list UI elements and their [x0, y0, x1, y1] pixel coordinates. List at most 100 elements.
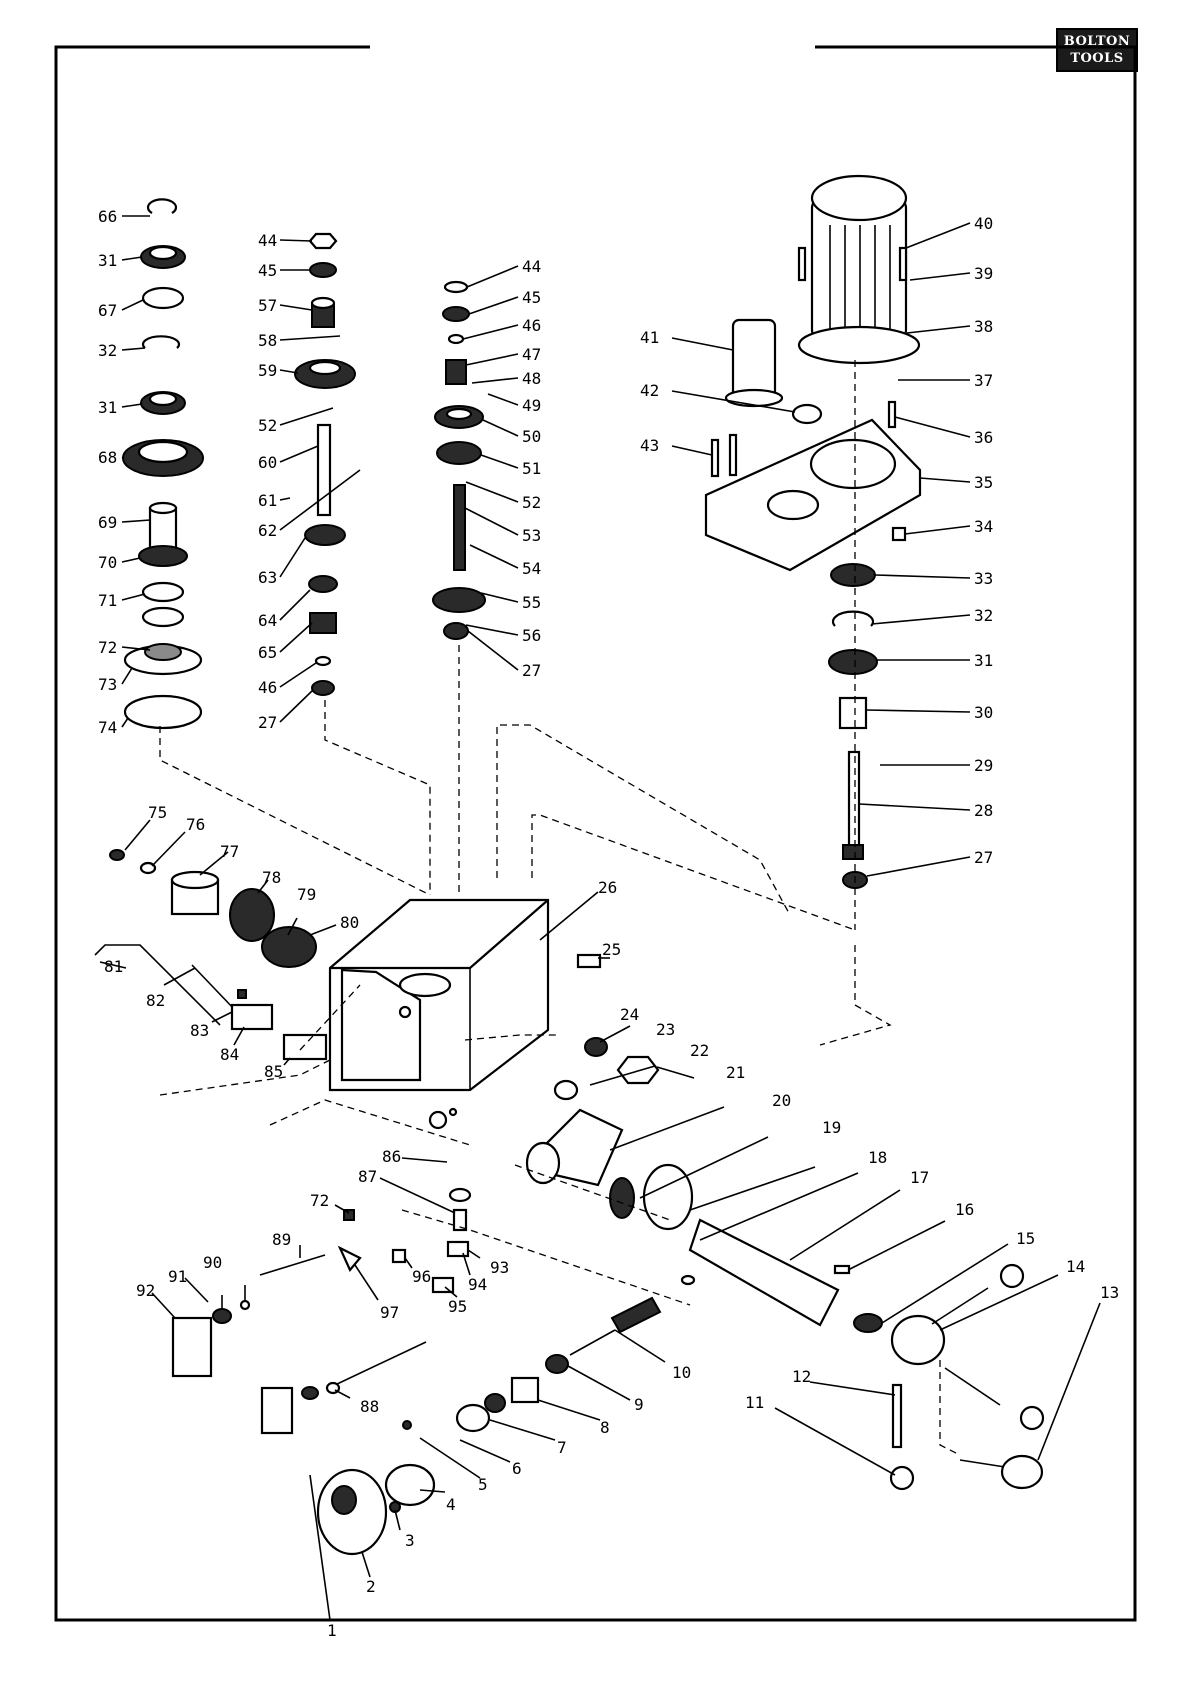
- part-number: 46: [522, 316, 541, 335]
- part-number: 32: [974, 606, 993, 625]
- part-number: 31: [98, 251, 117, 270]
- part-number: 72: [310, 1191, 329, 1210]
- part-number: 72: [98, 638, 117, 657]
- part-number: 44: [258, 231, 277, 250]
- part-number-labels: 66 31 67 32 31 68 69 70 71 72 73 74 44 4…: [98, 207, 1119, 1640]
- part-number: 20: [772, 1091, 791, 1110]
- part-number: 65: [258, 643, 277, 662]
- part-number: 92: [136, 1281, 155, 1300]
- part-number: 27: [258, 713, 277, 732]
- part-number: 19: [822, 1118, 841, 1137]
- part-number: 17: [910, 1168, 929, 1187]
- part-number: 30: [974, 703, 993, 722]
- part-number: 55: [522, 593, 541, 612]
- bolton-tools-logo: BOLTON TOOLS: [1056, 28, 1138, 72]
- part-number: 16: [955, 1200, 974, 1219]
- part-number: 6: [512, 1459, 522, 1478]
- part-number: 54: [522, 559, 541, 578]
- part-number: 51: [522, 459, 541, 478]
- part-number: 77: [220, 842, 239, 861]
- part-number: 95: [448, 1297, 467, 1316]
- part-number: 36: [974, 428, 993, 447]
- part-number: 53: [522, 526, 541, 545]
- part-number: 52: [258, 416, 277, 435]
- part-number: 52: [522, 493, 541, 512]
- part-number: 49: [522, 396, 541, 415]
- part-number: 75: [148, 803, 167, 822]
- quill-assembly: [525, 953, 1045, 1491]
- part-number: 86: [382, 1147, 401, 1166]
- part-number: 67: [98, 301, 117, 320]
- part-number: 80: [340, 913, 359, 932]
- part-number: 26: [598, 878, 617, 897]
- part-number: 44: [522, 257, 541, 276]
- part-number: 18: [868, 1148, 887, 1167]
- part-number: 9: [634, 1395, 644, 1414]
- logo-line-1: BOLTON: [1063, 34, 1131, 49]
- part-number: 74: [98, 718, 117, 737]
- part-number: 70: [98, 553, 117, 572]
- part-number: 14: [1066, 1257, 1085, 1276]
- part-number: 60: [258, 453, 277, 472]
- part-number: 93: [490, 1258, 509, 1277]
- part-number: 58: [258, 331, 277, 350]
- part-number: 15: [1016, 1229, 1035, 1248]
- part-number: 40: [974, 214, 993, 233]
- leader-lines: [99, 215, 1101, 1621]
- part-number: 61: [258, 491, 277, 510]
- part-number: 7: [557, 1438, 567, 1457]
- part-number: 81: [104, 957, 123, 976]
- part-number: 43: [640, 436, 659, 455]
- part-number: 79: [297, 885, 316, 904]
- part-number: 84: [220, 1045, 239, 1064]
- part-number: 71: [98, 591, 117, 610]
- part-number: 45: [258, 261, 277, 280]
- motor-assembly: [704, 174, 922, 889]
- part-number: 78: [262, 868, 281, 887]
- assembly-dashed-lines: [159, 360, 961, 1456]
- part-number: 94: [468, 1275, 487, 1294]
- part-number: 27: [522, 661, 541, 680]
- second-shaft-stack: [294, 232, 356, 696]
- part-number: 91: [168, 1267, 187, 1286]
- part-number: 3: [405, 1531, 415, 1550]
- part-number: 46: [258, 678, 277, 697]
- part-number: 39: [974, 264, 993, 283]
- part-number: 32: [98, 341, 117, 360]
- part-number: 28: [974, 801, 993, 820]
- part-number: 57: [258, 296, 277, 315]
- part-number: 23: [656, 1020, 675, 1039]
- part-number: 31: [98, 398, 117, 417]
- left-spindle-stack: [122, 198, 204, 730]
- headstock-body: [328, 898, 550, 1130]
- part-number: 1: [327, 1621, 337, 1640]
- part-number: 8: [600, 1418, 610, 1437]
- part-number: 27: [974, 848, 993, 867]
- part-number: 89: [272, 1230, 291, 1249]
- part-number: 90: [203, 1253, 222, 1272]
- part-number: 56: [522, 626, 541, 645]
- lower-feed-components: [171, 1187, 662, 1556]
- part-number: 41: [640, 328, 659, 347]
- part-number: 69: [98, 513, 117, 532]
- part-number: 31: [974, 651, 993, 670]
- part-number: 47: [522, 345, 541, 364]
- page-frame: [54, 45, 1137, 1622]
- part-number: 45: [522, 288, 541, 307]
- part-number: 85: [264, 1062, 283, 1081]
- part-number: 5: [478, 1475, 488, 1494]
- part-number: 73: [98, 675, 117, 694]
- part-number: 34: [974, 517, 993, 536]
- part-number: 42: [640, 381, 659, 400]
- part-number: 33: [974, 569, 993, 588]
- part-number: 83: [190, 1021, 209, 1040]
- part-number: 82: [146, 991, 165, 1010]
- part-number: 12: [792, 1367, 811, 1386]
- part-number: 35: [974, 473, 993, 492]
- part-number: 68: [98, 448, 117, 467]
- part-number: 63: [258, 568, 277, 587]
- part-number: 76: [186, 815, 205, 834]
- part-number: 11: [745, 1393, 764, 1412]
- part-number: 24: [620, 1005, 639, 1024]
